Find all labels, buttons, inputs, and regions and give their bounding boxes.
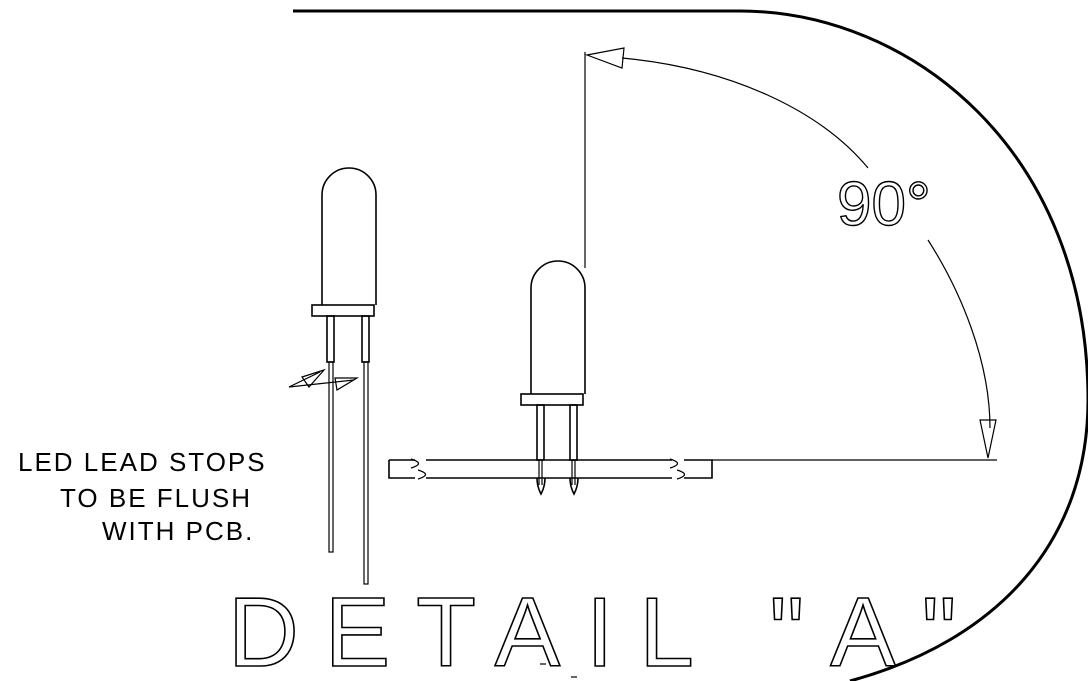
note-line-3: WITH PCB. <box>102 516 254 546</box>
led-flange <box>520 393 584 406</box>
angle-label: 90° <box>837 170 931 239</box>
led-mounted <box>520 260 586 496</box>
arrowhead-right <box>334 377 360 391</box>
lead-stop-left <box>326 315 335 363</box>
pcb <box>388 458 997 480</box>
detail-boundary <box>293 9 1088 681</box>
angle-arc-lower <box>927 239 991 429</box>
note-leaders <box>288 368 360 391</box>
note-line-2: TO BE FLUSH <box>60 483 252 513</box>
arrowhead-left <box>301 368 326 388</box>
led-dome <box>321 167 377 305</box>
arrowhead-top <box>584 47 625 69</box>
angle-dimension: 90° <box>584 47 997 459</box>
led-flange <box>311 304 375 317</box>
lead-stop-right <box>361 315 370 363</box>
lead-left <box>328 361 334 553</box>
lead-stop-note: LED LEAD STOPS TO BE FLUSH WITH PCB. <box>18 447 267 546</box>
led-dome <box>530 260 586 394</box>
note-line-1: LED LEAD STOPS <box>18 447 267 477</box>
angle-arc-upper <box>621 57 869 169</box>
led-unmounted <box>311 167 377 585</box>
detail-title: DETAIL "A" <box>228 577 982 681</box>
lead-right <box>363 361 369 585</box>
arrowhead-bottom <box>979 419 997 459</box>
